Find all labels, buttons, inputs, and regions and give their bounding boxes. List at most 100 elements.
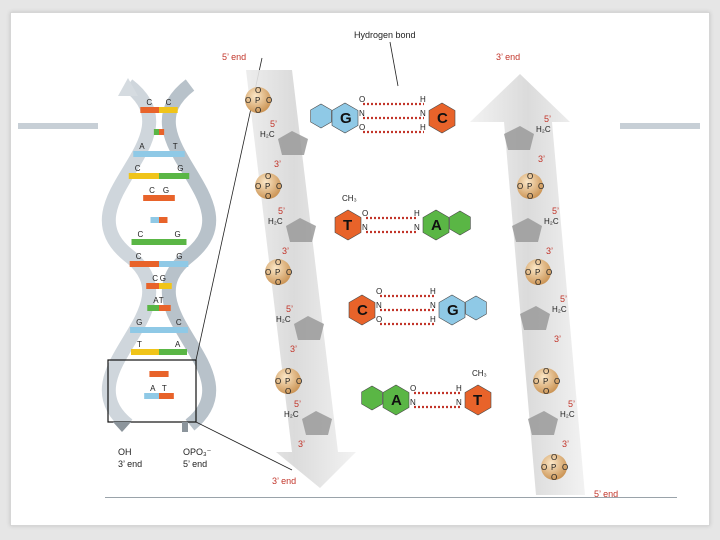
phosphate-o-label: O <box>255 182 261 191</box>
prime-5-label: 5’ <box>568 399 575 409</box>
helix-base-letter: A <box>153 296 159 305</box>
helix-rung-left <box>143 195 159 201</box>
prime-3-label: 3’ <box>554 334 561 344</box>
bond-atom-label: N <box>376 301 382 310</box>
base-ring-left <box>334 209 362 241</box>
helix-base-letter: C <box>135 164 141 173</box>
bond-atom-label: N <box>359 109 365 118</box>
helix-rung-left <box>149 371 159 377</box>
helix-rung-left <box>146 283 159 289</box>
bond-atom-label: O <box>359 123 365 132</box>
deoxyribose-sugar <box>528 411 558 435</box>
sugar-h2c-label: H₂C <box>276 315 291 324</box>
base-letter-right: A <box>431 217 442 234</box>
helix-base-letter: C <box>149 186 155 195</box>
helix-rung-right <box>159 283 172 289</box>
phosphate-p-label: P <box>265 182 270 191</box>
base-letter-right: G <box>447 302 459 319</box>
deoxyribose-sugar <box>278 131 308 155</box>
helix-right-stub <box>182 422 188 432</box>
phosphate-group <box>533 368 559 394</box>
phosphate-o-label: O <box>554 377 560 386</box>
helix-right-end-label: 5’ end <box>183 459 207 469</box>
zoom-line-bottom <box>195 421 293 471</box>
phosphate-o-label: O <box>527 192 533 201</box>
base-ring-left-fused <box>361 385 383 411</box>
sugar-h2c-label: H₂C <box>284 410 299 419</box>
helix-base-letter: C <box>136 252 142 261</box>
helix-base-letter: G <box>176 252 182 261</box>
phosphate-o-label: O <box>525 268 531 277</box>
sugar-h2c-label: H₂C <box>536 125 551 134</box>
helix-rung-right <box>159 195 175 201</box>
helix-rung-right <box>159 151 185 157</box>
base-ring-left <box>331 102 359 134</box>
phosphate-o-label: O <box>285 387 291 396</box>
helix-base-letter: C <box>138 230 144 239</box>
phosphate-o-label: O <box>265 172 271 181</box>
phosphate-o-label: O <box>265 192 271 201</box>
helix-rung-right <box>159 107 178 113</box>
left-accent-bar <box>18 123 98 129</box>
phosphate-o-label: O <box>562 463 568 472</box>
helix-rung-right <box>159 239 187 245</box>
sugar-h2c-label: H₂C <box>552 305 567 314</box>
helix-base-letter: C <box>176 318 182 327</box>
phosphate-o-label: O <box>535 278 541 287</box>
helix-base-letter: T <box>159 296 164 305</box>
helix-base-letter: C <box>166 98 172 107</box>
base-letter-right: C <box>437 110 448 127</box>
hydrogen-bond-pointer <box>389 41 399 87</box>
phosphate-o-label: O <box>546 268 552 277</box>
helix-rung-right <box>159 305 171 311</box>
base-letter-left: G <box>340 110 352 127</box>
phosphate-o-label: O <box>543 367 549 376</box>
phosphate-p-label: P <box>275 268 280 277</box>
phosphate-p-label: P <box>535 268 540 277</box>
phosphate-o-label: O <box>255 86 261 95</box>
phosphate-o-label: O <box>276 182 282 191</box>
base-ring-right <box>438 294 466 326</box>
deoxyribose-sugar <box>512 218 542 242</box>
phosphate-o-label: O <box>245 96 251 105</box>
helix-rung-left <box>150 217 159 223</box>
bottom-rule <box>105 497 677 498</box>
bond-atom-label: O <box>376 287 382 296</box>
deoxyribose-sugar <box>504 126 534 150</box>
bond-atom-label: O <box>410 384 416 393</box>
helix-rung-left <box>153 129 159 135</box>
helix-zoom-box <box>107 359 197 423</box>
base-letter-left: C <box>357 302 368 319</box>
helix-base-letter: G <box>136 318 142 327</box>
phosphate-o-label: O <box>551 473 557 482</box>
base-ring-right <box>464 384 492 416</box>
helix-rung-left <box>128 173 159 179</box>
base-ring-left <box>382 384 410 416</box>
phosphate-p-label: P <box>551 463 556 472</box>
helix-rung-right <box>159 349 188 355</box>
helix-base-letter: C <box>146 98 152 107</box>
bond-atom-label: H <box>456 384 462 393</box>
helix-base-letter: A <box>139 142 145 151</box>
helix-rung-left <box>144 393 159 399</box>
left-bottom-end-label: 3’ end <box>272 476 296 486</box>
helix-rung-right <box>159 173 190 179</box>
prime-5-label: 5’ <box>286 304 293 314</box>
helix-rung-right <box>159 261 189 267</box>
helix-left-oh: OH <box>118 447 132 457</box>
bond-atom-label: N <box>430 301 436 310</box>
phosphate-o-label: O <box>538 182 544 191</box>
bond-atom-label: O <box>362 209 368 218</box>
slide-frame <box>10 12 710 526</box>
helix-base-letter: T <box>162 384 167 393</box>
prime-5-label: 5’ <box>270 119 277 129</box>
phosphate-p-label: P <box>255 96 260 105</box>
right-strand-arrow <box>470 74 585 495</box>
right-bottom-end-label: 5’ end <box>594 489 618 499</box>
helix-top-arrow <box>118 78 138 96</box>
phosphate-group <box>525 259 551 285</box>
phosphate-o-label: O <box>266 96 272 105</box>
phosphate-group <box>541 454 567 480</box>
sugar-h2c-label: H₂C <box>544 217 559 226</box>
